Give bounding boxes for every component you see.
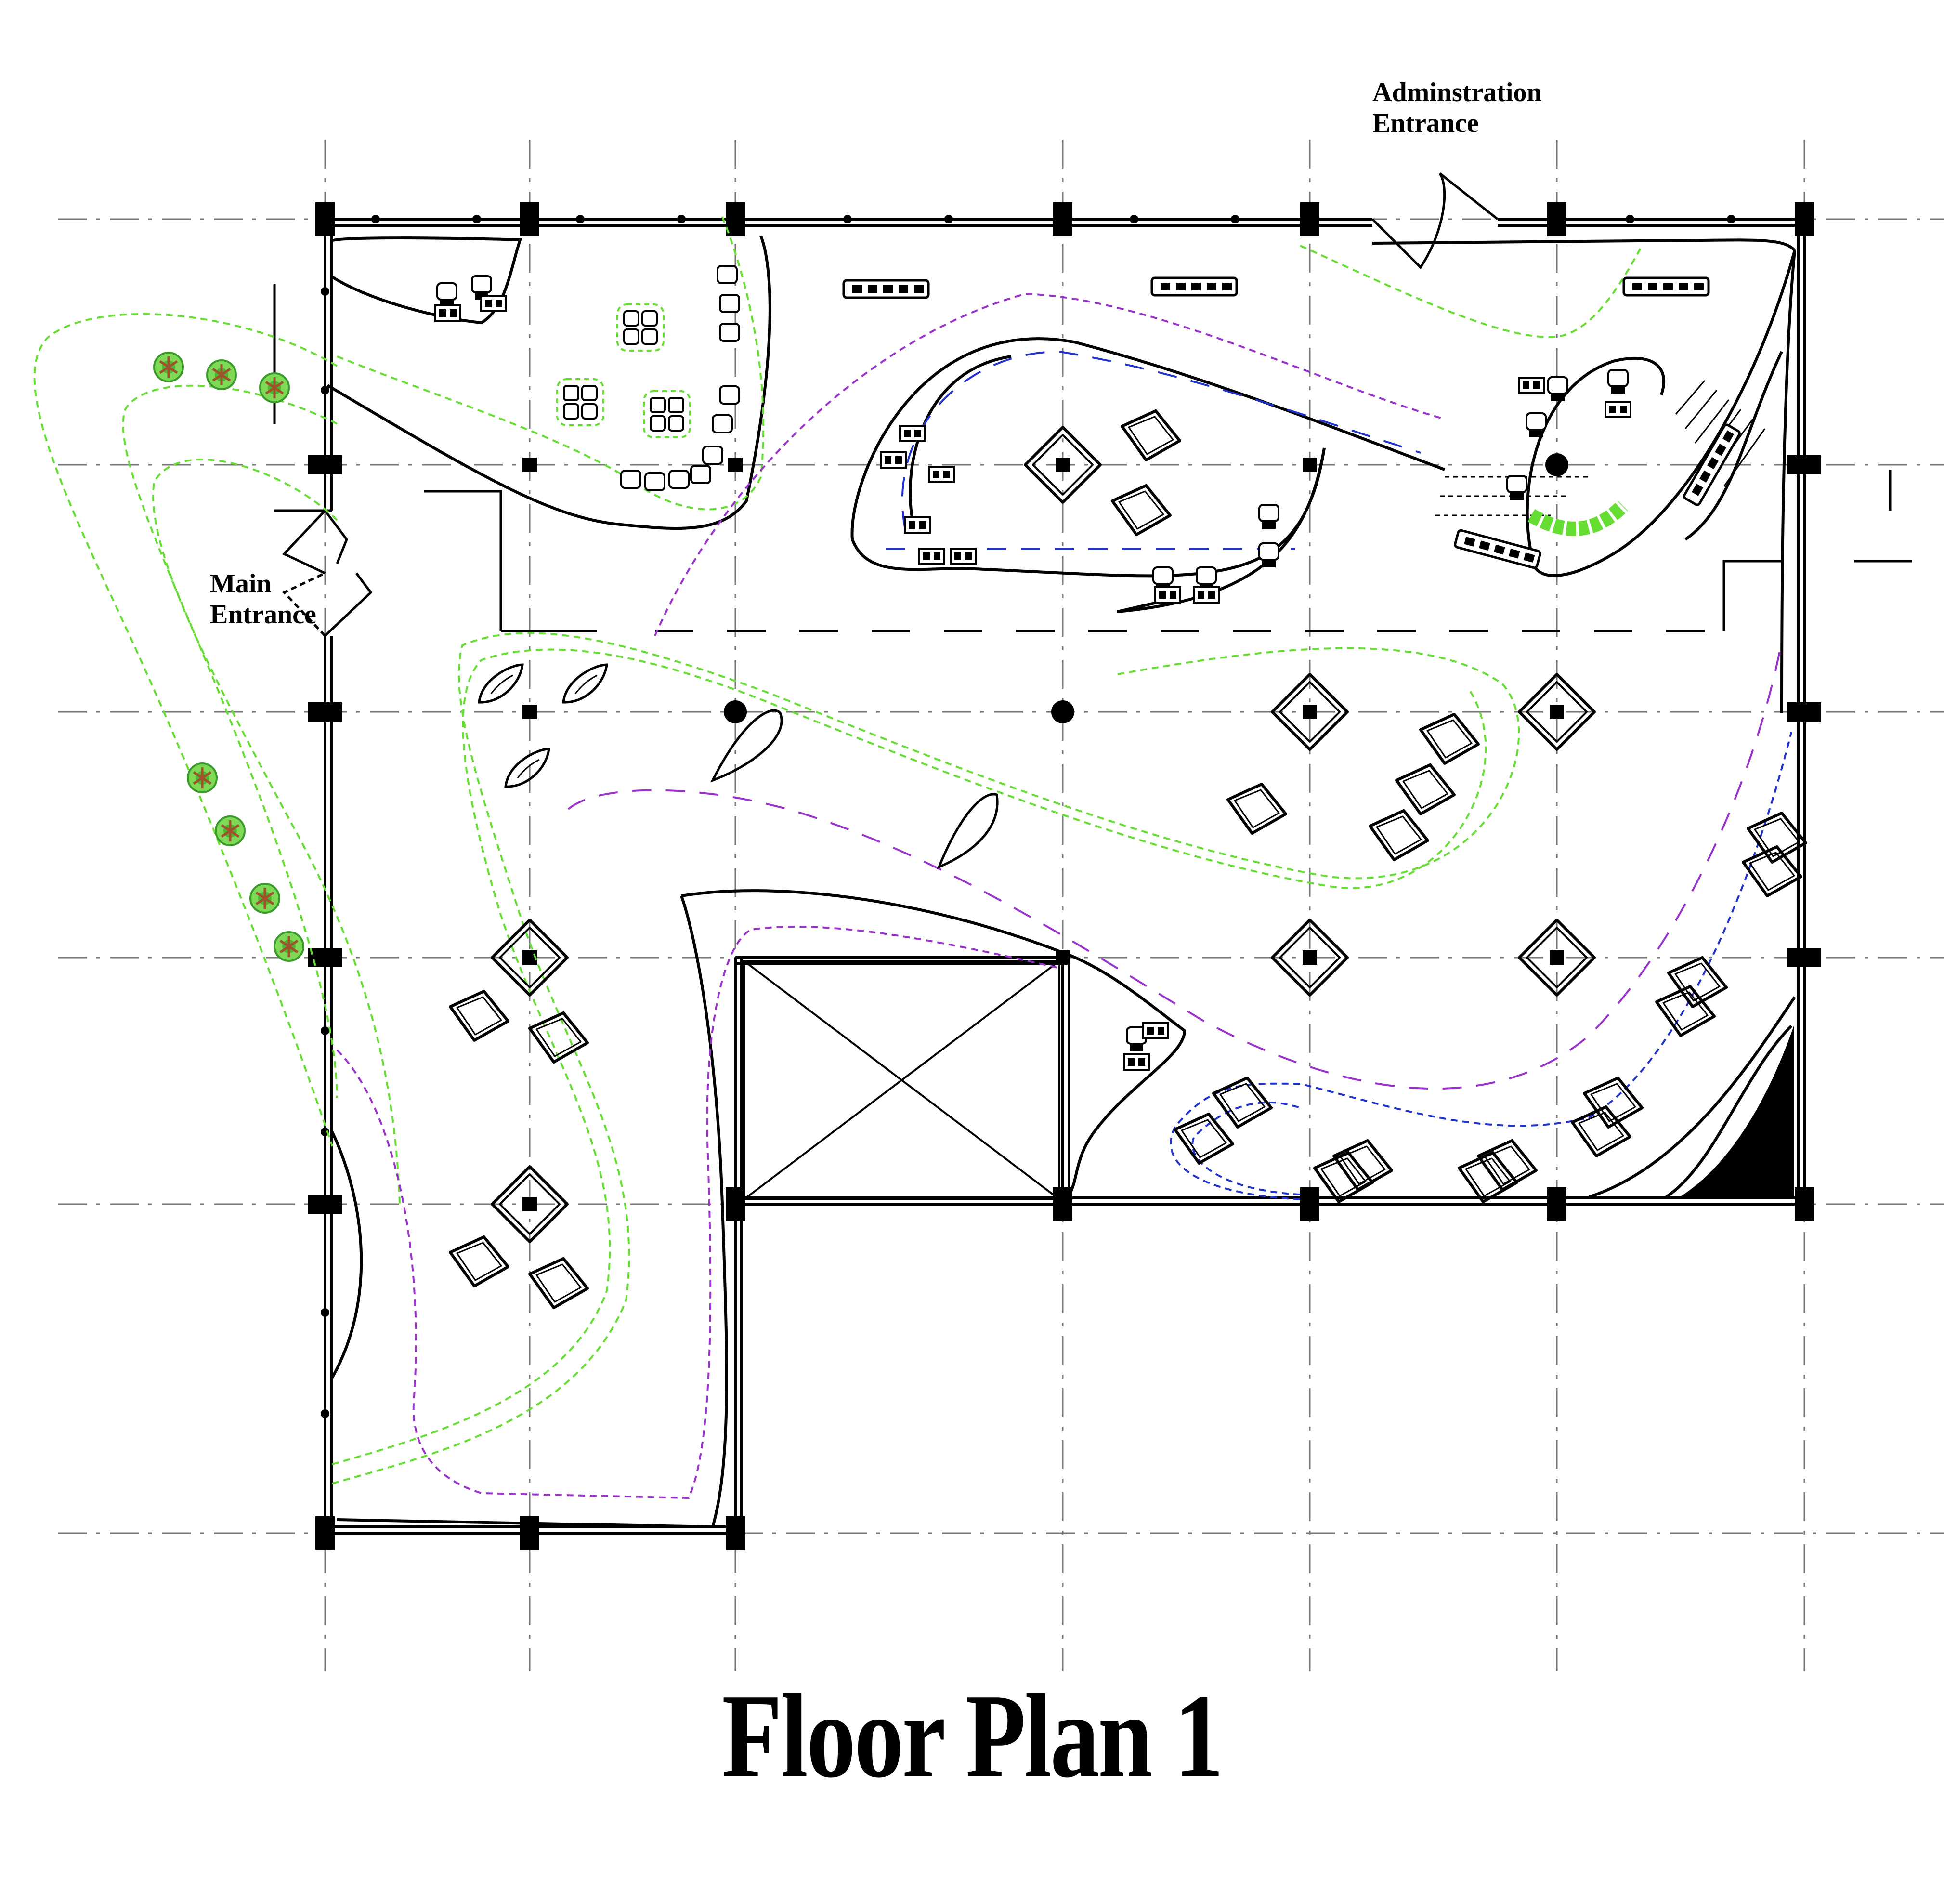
admin-entrance-label-line1: Adminstration <box>1372 78 1542 107</box>
planter-icon <box>1527 500 1628 536</box>
chair-icons <box>436 275 1629 1052</box>
atrium-void <box>743 960 1060 1200</box>
display-table-icons <box>450 411 1806 1308</box>
display-pedestal-icons <box>492 427 1594 1242</box>
admin-entrance-label: Adminstration Entrance <box>1372 77 1542 139</box>
circulation-path-blue <box>886 350 1792 1200</box>
desk-icons <box>434 295 1631 1071</box>
columns <box>308 202 1821 1550</box>
admin-entrance-label-line2: Entrance <box>1372 108 1479 139</box>
exterior-walls <box>324 218 1806 1535</box>
planter-table-icons <box>556 303 691 438</box>
circulation-path-purple <box>336 292 1783 1499</box>
bench-seat-icons <box>620 265 740 491</box>
stair-shaft-fill <box>1676 1026 1794 1199</box>
tree-icons <box>154 353 303 961</box>
circulation-path-green <box>33 216 1643 1484</box>
main-entrance-label-line1: Main <box>210 569 272 599</box>
admin-entrance-door <box>1371 172 1499 269</box>
main-entrance-doors <box>282 510 373 637</box>
main-entrance-label-line2: Entrance <box>210 600 316 630</box>
sculpture-icons <box>479 665 999 869</box>
main-entrance-label: Main Entrance <box>210 568 316 630</box>
interior-partition <box>273 284 1912 632</box>
page-title: Floor Plan 1 <box>722 1669 1224 1803</box>
